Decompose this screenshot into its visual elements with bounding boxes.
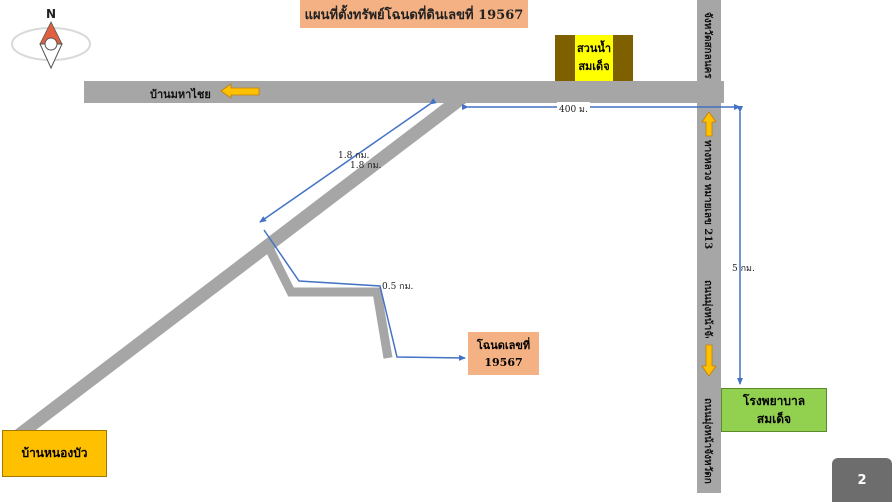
road-mahachai bbox=[84, 81, 724, 103]
compass-icon bbox=[11, 21, 91, 70]
water-park-marker: สวนน้ำ สมเด็จ bbox=[555, 35, 633, 81]
road-nongbua bbox=[11, 100, 470, 436]
highway-label-middle: ทางหลวง หมายเลข 213 bbox=[702, 140, 713, 250]
arrow-up-icon bbox=[701, 111, 717, 137]
village-nongbua: บ้านหนองบัว bbox=[2, 430, 107, 477]
hospital-marker: โรงพยาบาล สมเด็จ bbox=[721, 388, 827, 432]
arrow-down-icon bbox=[701, 344, 717, 377]
north-label: N bbox=[46, 7, 56, 21]
road-label-mahachai: บ้านมหาไชย bbox=[150, 88, 211, 101]
water-park-label: สวนน้ำ สมเด็จ bbox=[575, 35, 613, 81]
deed-line2: 19567 bbox=[484, 355, 523, 369]
distance-arrow-1-8km bbox=[259, 98, 437, 223]
arrow-left-icon bbox=[220, 83, 260, 99]
distance-arrow-0-5km bbox=[263, 229, 466, 361]
water-park-line2: สมเด็จ bbox=[578, 60, 610, 73]
distance-label-400m: 400 ม. bbox=[557, 102, 590, 116]
deed-line1: โฉนดเลขที่ bbox=[476, 338, 531, 352]
side-road bbox=[263, 243, 393, 359]
highway-label-lower: ถนนมุ่งหน้าจังหวัดกาฬสินธุ์ bbox=[700, 280, 715, 338]
distance-label-0-5km: 0.5 กม. bbox=[382, 282, 414, 292]
map-title: แผนที่ตั้งทรัพย์โฉนดที่ดินเลขที่ 19567 bbox=[300, 0, 528, 28]
page-number-badge: 2 bbox=[832, 458, 892, 502]
deed-marker: โฉนดเลขที่ 19567 bbox=[468, 332, 539, 375]
distance-label-1-8km-a: 1.8 กม. bbox=[338, 151, 370, 161]
hospital-line1: โรงพยาบาล bbox=[742, 394, 806, 408]
highway-label-upper: จังหวัดสกลนคร bbox=[702, 12, 713, 79]
highway-label-bottom: ถนนมุ่งหน้าจังหวัดกาฬสินธุ์ bbox=[702, 398, 713, 484]
water-park-line1: สวนน้ำ bbox=[576, 42, 612, 55]
highway-213 bbox=[697, 0, 721, 493]
distance-label-5km: 5 กม. bbox=[732, 264, 755, 274]
hospital-line2: สมเด็จ bbox=[756, 412, 792, 426]
distance-label-1-8km-b: 1.8 กม. bbox=[350, 161, 382, 171]
